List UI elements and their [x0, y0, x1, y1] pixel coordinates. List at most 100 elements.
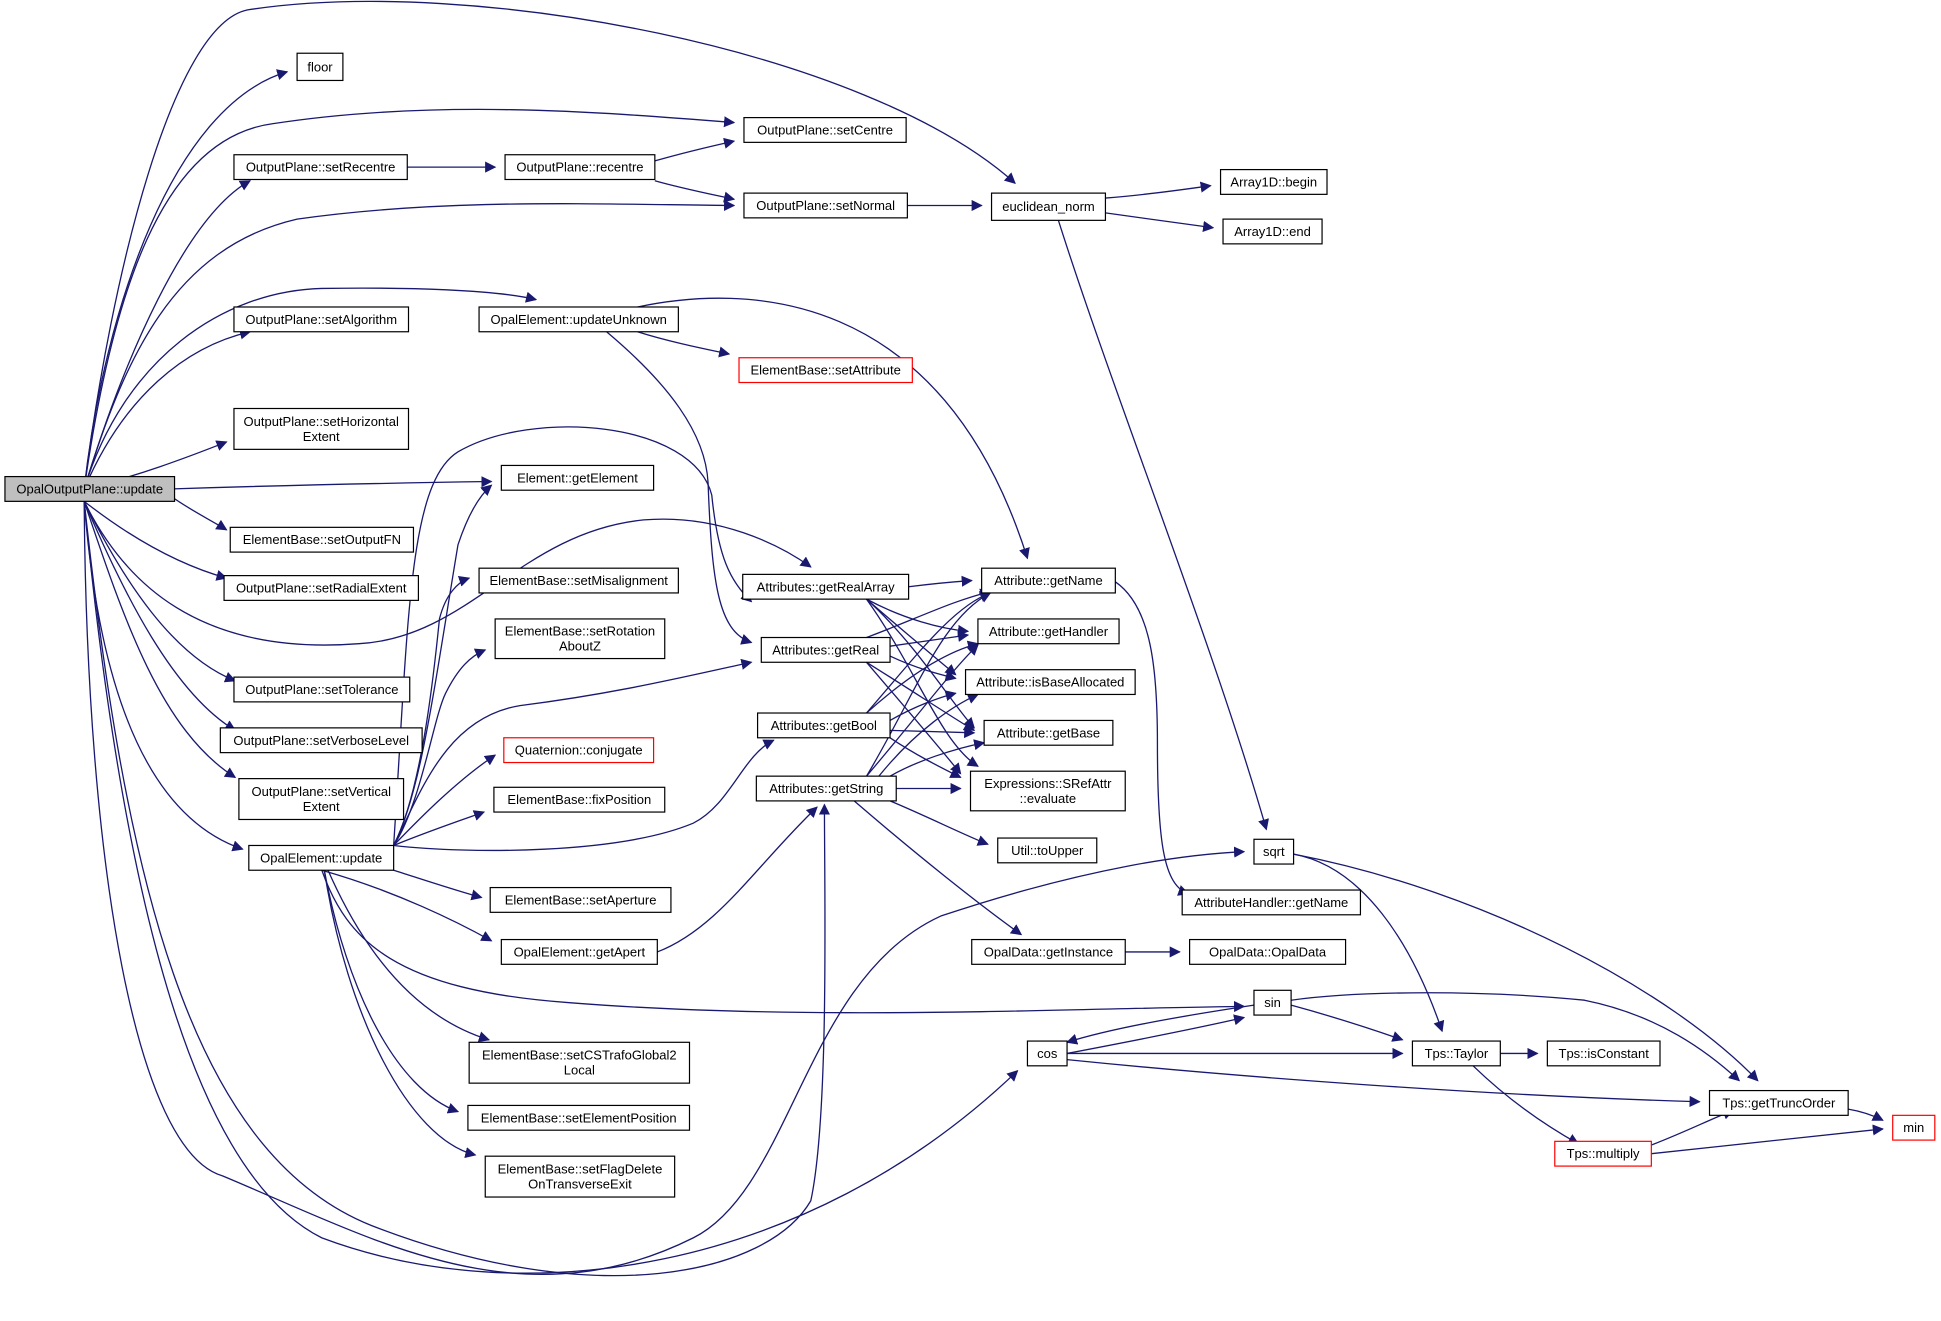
- node-setOutputFN[interactable]: ElementBase::setOutputFN: [229, 526, 415, 553]
- node-setRecentre-label-0: OutputPlane::setRecentre: [246, 160, 396, 175]
- node-setVerbose[interactable]: OutputPlane::setVerboseLevel: [219, 727, 423, 754]
- node-getString[interactable]: Attributes::getString: [755, 775, 897, 802]
- node-opalData[interactable]: OpalData::OpalData: [1189, 938, 1347, 965]
- node-sin[interactable]: sin: [1253, 989, 1292, 1016]
- node-getName-label-0: Attribute::getName: [994, 573, 1102, 588]
- node-isBaseAlloc[interactable]: Attribute::isBaseAllocated: [964, 669, 1136, 696]
- node-setAlgorithm-label-0: OutputPlane::setAlgorithm: [245, 312, 397, 327]
- node-evaluate-box: [969, 770, 1126, 812]
- node-setAlgorithm[interactable]: OutputPlane::setAlgorithm: [233, 306, 410, 333]
- node-setRadial[interactable]: OutputPlane::setRadialExtent: [223, 575, 420, 601]
- function-nodes: OpalOutputPlane::update floorOutputPlane:…: [4, 52, 1936, 1198]
- node-root[interactable]: OpalOutputPlane::update: [4, 475, 176, 502]
- node-conjugate[interactable]: Quaternion::conjugate: [503, 737, 655, 764]
- node-opalUpdate[interactable]: OpalElement::update: [248, 844, 395, 871]
- node-sqrt[interactable]: sqrt: [1253, 838, 1295, 865]
- node-getBool[interactable]: Attributes::getBool: [756, 712, 891, 739]
- node-getString-box: [755, 775, 897, 802]
- node-setVertical-box: [238, 778, 405, 821]
- node-end-box: [1222, 218, 1323, 245]
- node-getReal[interactable]: Attributes::getReal: [760, 636, 891, 663]
- node-toUpper[interactable]: Util::toUpper: [997, 837, 1098, 864]
- node-getBase[interactable]: Attribute::getBase: [983, 719, 1114, 746]
- node-setElemPos[interactable]: ElementBase::setElementPosition: [467, 1104, 691, 1131]
- edge-opalUpdate-to-setElemPos: [324, 870, 460, 1114]
- node-euclidean[interactable]: euclidean_norm: [990, 192, 1107, 221]
- node-getApert[interactable]: OpalElement::getApert: [500, 938, 658, 965]
- node-setHorizontal-label-0: OutputPlane::setHorizontal: [244, 414, 399, 429]
- node-setElemPos-label-0: ElementBase::setElementPosition: [481, 1110, 677, 1125]
- node-getElement[interactable]: Element::getElement: [500, 464, 655, 491]
- edge-opalUpdate-to-setAperture: [394, 870, 483, 901]
- node-getTrunc[interactable]: Tps::getTruncOrder: [1708, 1089, 1849, 1116]
- node-begin[interactable]: Array1D::begin: [1219, 168, 1328, 195]
- edge-opalUpdate-to-fixPosition: [394, 810, 486, 845]
- edge-opalUpdate-to-getReal: [394, 658, 753, 845]
- edge-sqrt-to-getTrunc: [1294, 854, 1759, 1082]
- node-getString-label-0: Attributes::getString: [769, 781, 883, 796]
- node-setNormal[interactable]: OutputPlane::setNormal: [743, 192, 908, 219]
- node-setRecentre[interactable]: OutputPlane::setRecentre: [233, 154, 408, 181]
- edge-getApert-to-getString: [657, 806, 818, 952]
- node-setAperture[interactable]: ElementBase::setAperture: [489, 886, 672, 913]
- node-updateUnknown-box: [478, 306, 679, 333]
- node-evaluate[interactable]: Expressions::SRefAttr::evaluate: [969, 770, 1126, 812]
- edge-recentre-to-setNormal: [655, 181, 736, 203]
- edge-sin-to-cos: [1065, 1005, 1254, 1045]
- node-getElement-box: [500, 464, 655, 491]
- edge-getString-to-isBaseAlloc: [879, 693, 979, 776]
- edge-root-to-setCentre: [84, 109, 736, 489]
- node-setAttribute[interactable]: ElementBase::setAttribute: [738, 357, 913, 384]
- node-recentre[interactable]: OutputPlane::recentre: [504, 154, 656, 181]
- node-taylor[interactable]: Tps::Taylor: [1411, 1040, 1501, 1067]
- node-cos[interactable]: cos: [1026, 1040, 1068, 1067]
- edge-getRealArray-to-getBase: [867, 599, 975, 729]
- node-sqrt-label-0: sqrt: [1263, 844, 1285, 859]
- node-setAttribute-box: [738, 357, 913, 384]
- node-setFlagDelete[interactable]: ElementBase::setFlagDeleteOnTransverseEx…: [484, 1155, 676, 1198]
- node-getInstance[interactable]: OpalData::getInstance: [971, 938, 1126, 965]
- node-handlerName[interactable]: AttributeHandler::getName: [1181, 889, 1362, 916]
- node-setTolerance[interactable]: OutputPlane::setTolerance: [233, 676, 411, 703]
- edge-root-to-setVertical: [84, 501, 237, 777]
- node-setAperture-label-0: ElementBase::setAperture: [505, 892, 657, 907]
- edge-root-to-setOutputFN: [170, 495, 228, 530]
- node-fixPosition-label-0: ElementBase::fixPosition: [507, 792, 651, 807]
- node-taylor-label-0: Tps::Taylor: [1425, 1046, 1489, 1061]
- node-isConstant[interactable]: Tps::isConstant: [1546, 1040, 1661, 1067]
- node-setCentre[interactable]: OutputPlane::setCentre: [743, 116, 907, 143]
- node-root-label-0: OpalOutputPlane::update: [16, 481, 163, 496]
- node-setMisalign[interactable]: ElementBase::setMisalignment: [478, 567, 679, 594]
- node-getName[interactable]: Attribute::getName: [981, 567, 1116, 594]
- node-multiply[interactable]: Tps::multiply: [1554, 1140, 1652, 1167]
- edge-getReal-to-isBaseAlloc: [890, 656, 957, 682]
- edge-root-to-setNormal: [84, 199, 736, 489]
- node-getApert-label-0: OpalElement::getApert: [514, 944, 646, 959]
- node-begin-label-0: Array1D::begin: [1230, 174, 1317, 189]
- edge-cos-to-sin: [1067, 1014, 1246, 1054]
- node-getBool-label-0: Attributes::getBool: [771, 718, 877, 733]
- node-getRealArray[interactable]: Attributes::getRealArray: [742, 573, 910, 600]
- node-setHorizontal-label-1: Extent: [303, 429, 340, 444]
- edge-opalUpdate-to-setFlagDelete: [324, 870, 477, 1158]
- edge-getString-to-getHandler: [867, 644, 979, 776]
- node-updateUnknown[interactable]: OpalElement::updateUnknown: [478, 306, 679, 333]
- node-euclidean-box: [990, 192, 1107, 221]
- node-setRotation-label-1: AboutZ: [559, 639, 601, 654]
- node-end[interactable]: Array1D::end: [1222, 218, 1323, 245]
- edge-updateUnknown-to-setAttribute: [638, 332, 731, 358]
- node-isBaseAlloc-label-0: Attribute::isBaseAllocated: [976, 675, 1124, 690]
- node-floor[interactable]: floor: [296, 52, 344, 82]
- node-toUpper-label-0: Util::toUpper: [1011, 843, 1084, 858]
- edge-getReal-to-getHandler: [890, 630, 970, 646]
- node-getHandler[interactable]: Attribute::getHandler: [977, 618, 1120, 645]
- node-conjugate-label-0: Quaternion::conjugate: [515, 743, 643, 758]
- node-handlerName-label-0: AttributeHandler::getName: [1194, 895, 1348, 910]
- node-min[interactable]: min: [1892, 1114, 1936, 1141]
- node-fixPosition[interactable]: ElementBase::fixPosition: [493, 786, 666, 813]
- node-sin-label-0: sin: [1264, 995, 1281, 1010]
